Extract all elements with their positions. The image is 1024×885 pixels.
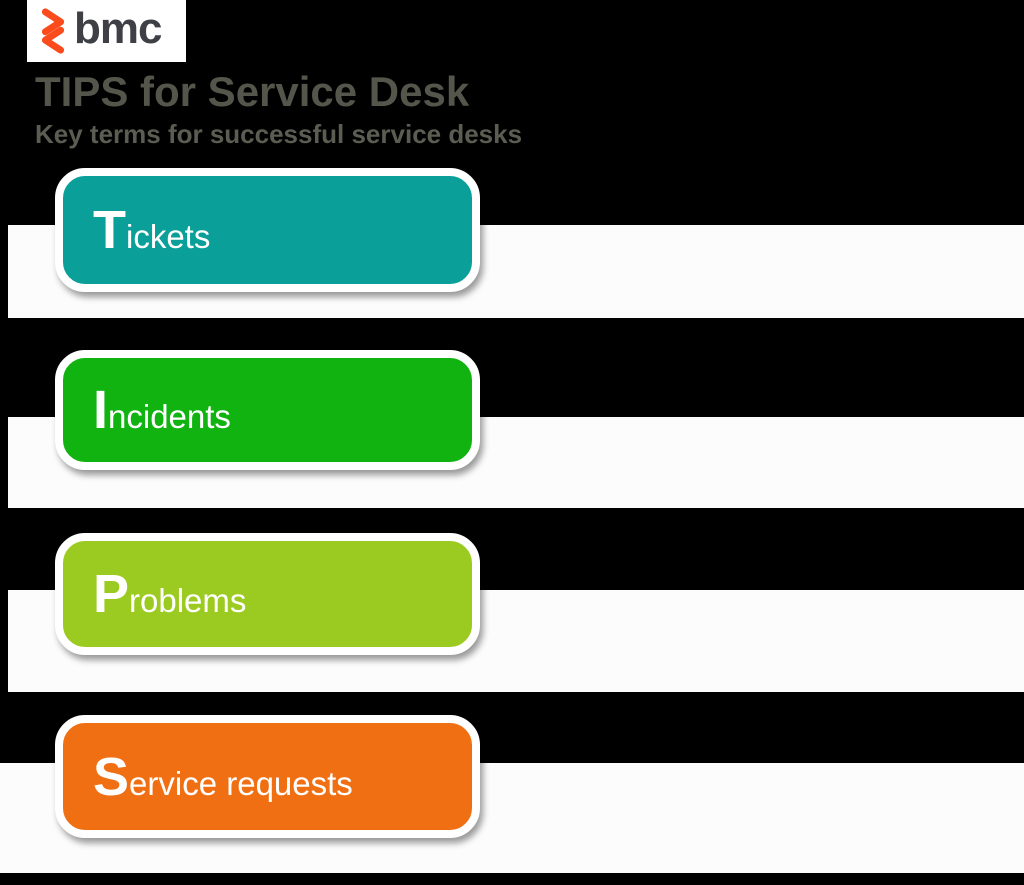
- tickets-card: Tickets: [55, 168, 480, 292]
- incidents-initial-letter: I: [93, 380, 109, 440]
- incidents-rest-text: ncidents: [108, 398, 231, 435]
- problems-rest-text: roblems: [129, 582, 247, 619]
- incidents-card: Incidents: [55, 350, 480, 470]
- tickets-rest-text: ickets: [126, 218, 211, 255]
- service-requests-initial-letter: S: [93, 746, 130, 807]
- service-requests-card: Service requests: [55, 715, 480, 838]
- bmc-logo: bmc: [27, 0, 186, 62]
- page-title: TIPS for Service Desk: [35, 68, 470, 115]
- tickets-initial-letter: T: [93, 200, 126, 260]
- service-requests-card-label: Service requests: [63, 750, 353, 804]
- service-requests-rest-text: ervice requests: [129, 764, 353, 802]
- page-subtitle: Key terms for successful service desks: [35, 119, 523, 149]
- bmc-zigzag-icon: [41, 8, 65, 54]
- bmc-logo-text: bmc: [74, 4, 162, 53]
- problems-card-label: Problems: [63, 567, 246, 621]
- tickets-card-label: Tickets: [63, 203, 210, 257]
- incidents-card-label: Incidents: [63, 383, 231, 437]
- problems-initial-letter: P: [93, 564, 130, 624]
- problems-card: Problems: [55, 533, 480, 655]
